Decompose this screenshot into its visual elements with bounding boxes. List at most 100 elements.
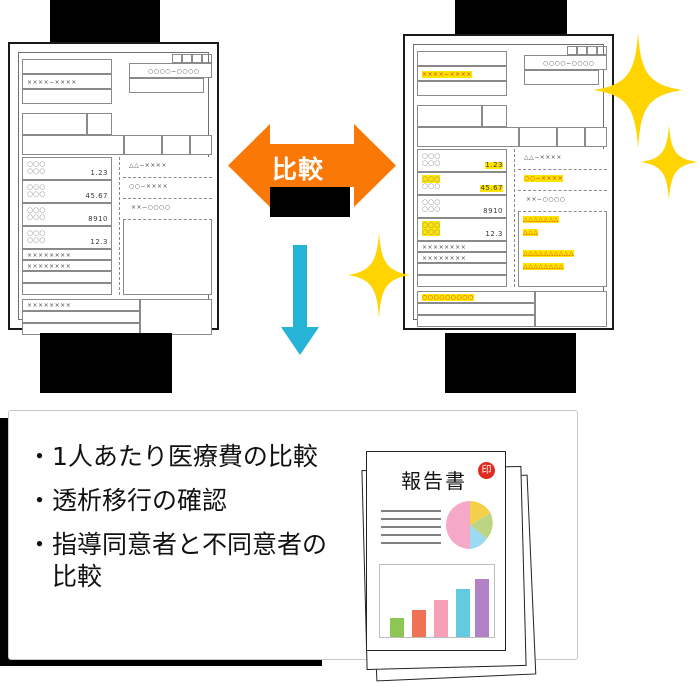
phone-box: ○○○○−○○○○ (129, 63, 212, 78)
x-row-text: ×××××××× (422, 244, 467, 251)
right-col-item: ○○−×××× (123, 178, 212, 199)
bar-5 (475, 579, 489, 637)
x-row-text: ×××××××× (422, 255, 467, 262)
footer-row: ○○○○○○○○○ (417, 291, 535, 303)
sparkle-large-icon (593, 33, 683, 148)
report-pie-chart (446, 501, 493, 549)
band-box-left (22, 113, 87, 135)
header-box-1 (22, 59, 112, 74)
footer-text: ○○○○○○○○○ (422, 294, 474, 301)
band-row-main (417, 127, 519, 147)
bar-4 (456, 589, 470, 637)
header-id-text: ××××−×××× (27, 79, 77, 86)
table-row[interactable]: ○○○○○○ 8910 (22, 203, 112, 226)
table-row[interactable]: ○○○○○○ 12.3 (417, 218, 507, 241)
sparkle-mid-icon (348, 232, 410, 318)
text-line (381, 510, 441, 512)
bullet-list: ・1人あたり医療費の比較 ・透析移行の確認 ・指導同意者と不同意者の 比較 (27, 441, 357, 605)
redaction-bar-top-left (50, 0, 160, 44)
table-row[interactable]: ○○○○○○ 1.23 (22, 157, 112, 180)
phone-text: ○○○○−○○○○ (148, 68, 200, 75)
header-id-text: ××××−×××× (422, 71, 472, 78)
row-value: 8910 (483, 207, 503, 215)
right-col-text: ○○−×××× (524, 175, 564, 182)
corner-box-2 (182, 54, 192, 63)
list-item: ・指導同意者と不同意者の 比較 (27, 530, 328, 591)
redaction-bar-arrow (270, 187, 350, 217)
right-extra-text: △△△△△△△△△△ (523, 250, 575, 257)
band-row-c3 (190, 135, 212, 155)
circle-highlight: ○○○○○○ (422, 221, 441, 236)
footer-text: ×××××××× (27, 302, 72, 309)
blank-row (417, 275, 507, 287)
band-row-c1 (519, 127, 557, 147)
list-item: ・透析移行の確認 (27, 486, 228, 515)
bar-1 (390, 618, 404, 637)
row-value: 1.23 (90, 169, 108, 177)
report-stamp-icon: 印 (478, 462, 495, 479)
right-col-frame: △△△△△△△ △△△ △△△△△△△△△△ △△△△△△△△ (518, 212, 607, 287)
right-col-text: ××−○○○○ (131, 204, 171, 211)
band-row-c3 (585, 127, 607, 147)
circle-marks: ○○○○○○ (422, 152, 441, 167)
compare-arrow-label: 比較 (272, 155, 325, 184)
document-right[interactable]: ××××−×××× ○○○○−○○○○ ○○○○○○ 1.23 (403, 34, 614, 330)
down-arrow-icon[interactable] (281, 245, 319, 355)
header-box-2: ××××−×××× (417, 66, 507, 81)
right-col-frame (123, 220, 212, 295)
corner-box-1 (567, 46, 577, 55)
row-value: 12.3 (485, 230, 503, 238)
table-row[interactable]: ○○○○○○ 12.3 (22, 226, 112, 249)
footer-row (22, 311, 140, 323)
redaction-bar-mid-left (40, 333, 172, 393)
circle-marks: ○○○○○○ (27, 206, 46, 221)
sparkle-small-icon (640, 125, 698, 200)
right-col-text: △△−×××× (524, 154, 562, 161)
row-value: 12.3 (90, 238, 108, 246)
x-row: ×××××××× (417, 252, 507, 263)
report-paper-front[interactable]: 報告書 印 (366, 451, 506, 651)
phone-text: ○○○○−○○○○ (543, 60, 595, 67)
circle-marks: ○○○○○○ (422, 198, 441, 213)
document-left[interactable]: ××××−×××× ○○○○−○○○○ ○○○○○○ 1.23 (8, 42, 219, 335)
text-line (381, 526, 441, 528)
bar-2 (412, 609, 426, 637)
corner-box-4 (202, 54, 212, 63)
blank-row (22, 271, 112, 283)
right-extra-text: △△△△△△△△ (523, 263, 564, 270)
right-col-item: ××−○○○○ (518, 191, 607, 212)
footer-box-right (140, 299, 212, 335)
table-row[interactable]: ○○○○○○ 1.23 (417, 149, 507, 172)
band-row-c2 (162, 135, 190, 155)
circle-marks: ○○○○○○ (27, 229, 46, 244)
circle-highlight: ○○○ (422, 175, 441, 183)
text-line (381, 518, 441, 520)
circle-marks: ○○○○○○ (422, 221, 441, 236)
band-box-left (417, 105, 482, 127)
right-col-item: ××−○○○○ (123, 199, 212, 220)
column-divider (514, 149, 515, 287)
circle-marks: ○○○○○○ (27, 160, 46, 175)
footer-box-right (535, 291, 607, 327)
right-col-text: △△−×××× (129, 162, 167, 169)
table-row[interactable]: ○○○○○○ 45.67 (417, 172, 507, 195)
report-bar-chart (379, 564, 495, 638)
compare-arrow-icon[interactable] (228, 118, 396, 213)
header-box-3 (417, 81, 507, 96)
right-extra-text: △△△△△△△ (523, 216, 559, 223)
right-col-item: △△−×××× (518, 149, 607, 170)
corner-box-2 (577, 46, 587, 55)
x-row-text: ×××××××× (27, 263, 72, 270)
table-row[interactable]: ○○○○○○ 8910 (417, 195, 507, 218)
row-value: 8910 (88, 215, 108, 223)
band-row-c1 (124, 135, 162, 155)
blank-row (417, 263, 507, 275)
x-row: ×××××××× (417, 241, 507, 252)
document-left-inner: ××××−×××× ○○○○−○○○○ ○○○○○○ 1.23 (18, 52, 212, 335)
table-row[interactable]: ○○○○○○ 45.67 (22, 180, 112, 203)
band-box-right (482, 105, 507, 127)
phone-sub-box (129, 78, 204, 93)
row-value: 1.23 (485, 161, 503, 169)
footer-row (417, 315, 535, 327)
